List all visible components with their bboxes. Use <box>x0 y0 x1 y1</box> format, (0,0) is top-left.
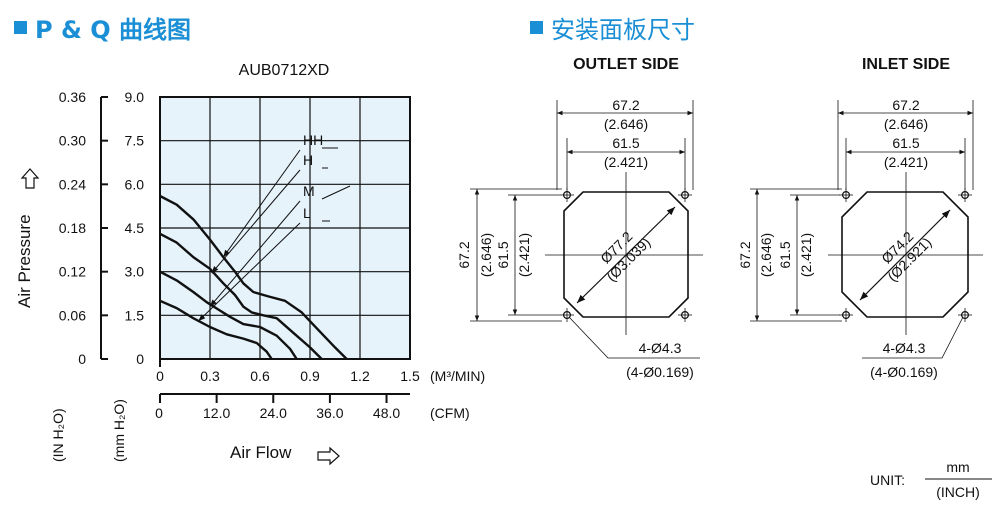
series-leader-arrow <box>209 200 301 307</box>
x-primary-tick-label: 0.3 <box>200 368 220 384</box>
x-secondary-tick-label: 12.0 <box>203 405 230 421</box>
inlet-side-drawing: INLET SIDE 67.2 (2.646) 61.5 (2.421) <box>737 56 983 380</box>
x-secondary-tick-label: 36.0 <box>316 405 343 421</box>
pq-title-text: P & Q 曲线图 <box>35 16 191 44</box>
outlet-height-mm: 67.2 <box>456 241 472 268</box>
inlet-heading: INLET SIDE <box>862 56 950 73</box>
inlet-width-in: (2.646) <box>884 116 928 132</box>
curve-hh <box>159 194 348 360</box>
outlet-mounting-holes <box>560 188 692 322</box>
y-primary-tick-label: 7.5 <box>125 133 145 149</box>
y-primary-tick-label: 6.0 <box>125 176 145 192</box>
series-label-m: M <box>303 183 315 199</box>
plot-grid <box>160 97 410 359</box>
inlet-pitch-mm: 61.5 <box>892 135 919 151</box>
outlet-pitch-mm: 61.5 <box>612 135 639 151</box>
outlet-width-mm: 67.2 <box>612 97 639 113</box>
inlet-holes-mm: 4-Ø4.3 <box>883 340 926 356</box>
outlet-pitch-in: (2.421) <box>604 154 648 170</box>
y-primary-unit: (mm H₂O) <box>111 399 127 462</box>
y-secondary-tick-label: 0.36 <box>59 89 86 105</box>
y-secondary-unit: (IN H₂O) <box>50 408 66 462</box>
x-axis-m3min-ticks: 0 0.3 0.6 0.9 1.2 1.5 <box>156 368 420 384</box>
chart-title: AUB0712XD <box>239 62 330 79</box>
x-primary-tick-label: 1.5 <box>400 368 420 384</box>
pq-section-title: P & Q 曲线图 <box>14 10 191 45</box>
inlet-height-in: (2.646) <box>758 233 774 277</box>
y-axis-title: Air Pressure <box>15 214 34 308</box>
outlet-heading: OUTLET SIDE <box>573 56 679 73</box>
unit-numerator: mm <box>946 459 969 475</box>
x-secondary-unit: (CFM) <box>430 405 470 421</box>
inlet-pitch-in: (2.421) <box>884 154 928 170</box>
series-label-hh: HH <box>303 132 323 148</box>
y-primary-tick-label: 3.0 <box>125 264 145 280</box>
square-bullet-icon <box>530 21 543 34</box>
y-primary-tick-label: 9.0 <box>125 89 145 105</box>
inlet-vpitch-mm: 61.5 <box>777 241 793 268</box>
y-axis-mmh2o-ticks: 0 1.5 3.0 4.5 6.0 7.5 9.0 <box>125 89 145 367</box>
outlet-height-in: (2.646) <box>478 233 494 277</box>
curve-m <box>159 270 298 360</box>
y-axis-in-h2o-ticks: 0 0.06 0.12 0.18 0.24 0.30 0.36 <box>59 89 108 367</box>
outlet-width-in: (2.646) <box>604 116 648 132</box>
x-primary-tick-label: 1.2 <box>350 368 370 384</box>
series-leader-arrow <box>222 149 301 258</box>
y-secondary-tick-label: 0.18 <box>59 220 86 236</box>
outlet-frame-outline <box>563 191 689 318</box>
y-primary-tick-label: 1.5 <box>125 307 145 323</box>
inlet-vpitch-in: (2.421) <box>798 233 814 277</box>
square-bullet-icon <box>14 21 27 34</box>
inlet-frame-outline <box>841 191 969 318</box>
unit-legend: UNIT: mm (INCH) <box>870 459 992 500</box>
y-secondary-tick-label: 0 <box>78 351 86 367</box>
curve-h <box>159 232 323 360</box>
x-secondary-tick-label: 48.0 <box>373 405 400 421</box>
x-primary-unit: (M³/MIN) <box>430 368 485 384</box>
series-leader-arrow <box>211 169 301 274</box>
y-secondary-tick-label: 0.12 <box>59 264 86 280</box>
arrow-up-icon <box>20 168 40 189</box>
curve-l <box>159 299 273 360</box>
y-secondary-tick-label: 0.24 <box>59 176 86 192</box>
series-label-h: H <box>303 152 313 168</box>
y-primary-tick-label: 4.5 <box>125 220 145 236</box>
outlet-vpitch-mm: 61.5 <box>495 241 511 268</box>
y-secondary-tick-label: 0.30 <box>59 133 86 149</box>
x-primary-tick-label: 0.9 <box>300 368 320 384</box>
x-primary-tick-label: 0.6 <box>250 368 270 384</box>
inlet-holes-in: (4-Ø0.169) <box>870 364 938 380</box>
pq-curves <box>159 194 348 360</box>
inlet-mounting-holes <box>839 188 972 322</box>
y-secondary-tick-label: 0.06 <box>59 307 86 323</box>
outlet-holes-in: (4-Ø0.169) <box>626 364 694 380</box>
arrow-right-icon <box>317 446 340 466</box>
panel-title-text: 安装面板尺寸 <box>551 16 695 44</box>
inlet-height-mm: 67.2 <box>737 241 753 268</box>
panel-section-title: 安装面板尺寸 <box>530 10 695 45</box>
outlet-holes-mm: 4-Ø4.3 <box>639 340 682 356</box>
series-label-l: L <box>303 205 311 221</box>
y-primary-tick-label: 0 <box>136 351 144 367</box>
x-primary-tick-label: 0 <box>156 368 164 384</box>
series-leader-arrow <box>197 222 301 322</box>
x-secondary-zero: 0 <box>155 405 163 421</box>
series-label-tick <box>321 185 351 200</box>
x-axis-title: Air Flow <box>230 443 292 462</box>
x-secondary-tick-label: 24.0 <box>260 405 287 421</box>
outlet-side-drawing: OUTLET SIDE 67.2 (2.646) 61. <box>456 56 703 380</box>
unit-label: UNIT: <box>870 472 905 488</box>
outlet-vpitch-in: (2.421) <box>516 233 532 277</box>
unit-denominator: (INCH) <box>936 484 980 500</box>
x-axis-cfm-ticks: 12.0 24.0 36.0 48.0 <box>159 394 400 421</box>
inlet-width-mm: 67.2 <box>892 97 919 113</box>
